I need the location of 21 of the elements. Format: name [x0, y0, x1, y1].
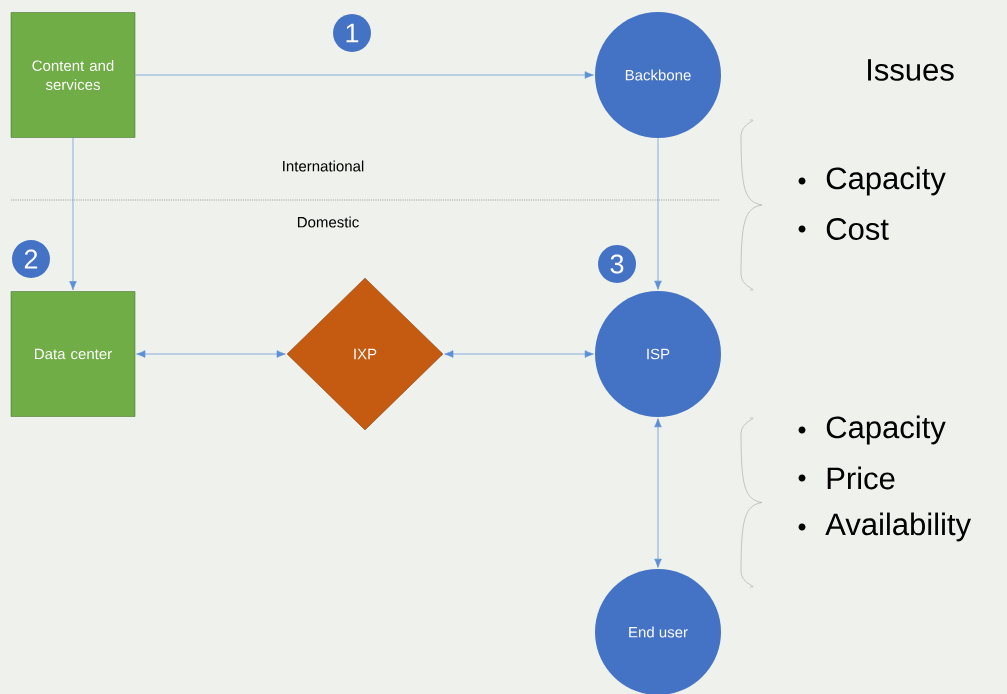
process-box: Data center: [10, 291, 136, 417]
list-item: Capacity: [826, 166, 946, 196]
process-box: Content and services: [10, 12, 136, 138]
arrow: [69, 137, 77, 291]
arrow: [654, 418, 662, 568]
list-item: Price: [827, 466, 895, 490]
number-badge: 2: [12, 240, 50, 278]
region-label: Domestic: [297, 216, 359, 228]
number-badge: 1: [333, 14, 371, 52]
circle-node: Backbone: [595, 12, 721, 138]
region-label: International: [283, 160, 364, 172]
arrow: [134, 71, 594, 79]
list-item: Availability: [825, 512, 971, 542]
heading: Issues: [868, 59, 954, 81]
arrow: [136, 350, 286, 358]
circle-node: ISP: [595, 291, 721, 417]
list-item: Capacity: [826, 415, 946, 445]
number-badge: 3: [598, 245, 636, 283]
list-item: Cost: [826, 218, 889, 240]
arrow: [444, 350, 594, 358]
arrow: [654, 137, 662, 290]
